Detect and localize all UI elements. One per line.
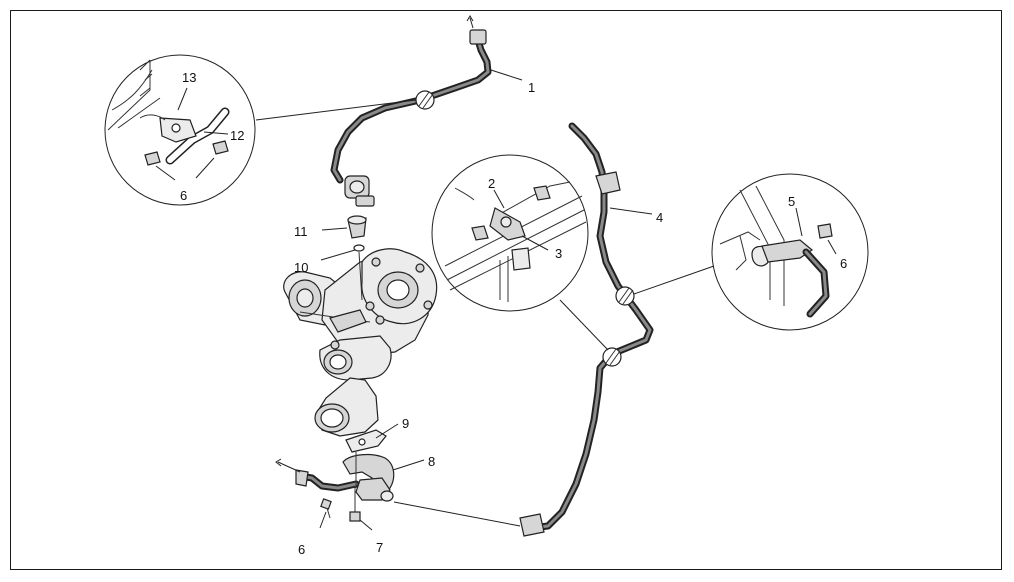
oil-return-pipe <box>275 453 395 502</box>
callout-7: 7 <box>376 540 383 555</box>
detail-circle-middle <box>431 154 589 312</box>
callout-labels: 1 2 3 4 5 6 6 6 7 8 9 10 11 12 13 <box>180 70 847 557</box>
feed-pipe-banjo <box>344 175 375 207</box>
detail-circle-right <box>711 173 869 331</box>
callout-1: 1 <box>528 80 535 95</box>
callout-13: 13 <box>182 70 196 85</box>
callout-10: 10 <box>294 260 308 275</box>
callout-6-right: 6 <box>840 256 847 271</box>
pipe-break-marks <box>415 90 635 367</box>
callout-12: 12 <box>230 128 244 143</box>
feed-pipe-union-nut <box>469 29 487 45</box>
callout-8: 8 <box>428 454 435 469</box>
callout-11: 11 <box>294 224 308 239</box>
callout-leaders <box>155 69 837 531</box>
long-pipe-right <box>393 122 654 537</box>
bolt-part-7 <box>349 486 361 522</box>
callout-2: 2 <box>488 176 495 191</box>
leader-detail-middle <box>559 299 609 351</box>
oil-feed-pipe <box>330 15 492 184</box>
turbocharger <box>283 248 438 437</box>
callout-6-left: 6 <box>180 188 187 203</box>
callout-3: 3 <box>555 246 562 261</box>
callout-9: 9 <box>402 416 409 431</box>
sealing-washer <box>353 244 365 252</box>
oil-screen-part <box>347 215 367 239</box>
leader-detail-left <box>255 99 417 121</box>
callout-5: 5 <box>788 194 795 209</box>
callout-6-bottom: 6 <box>298 542 305 557</box>
detail-circle-left <box>104 54 256 206</box>
bolt-part-6-lower <box>320 498 332 519</box>
callout-4: 4 <box>656 210 663 225</box>
drain-gasket <box>345 429 387 453</box>
leader-detail-right <box>633 265 715 295</box>
